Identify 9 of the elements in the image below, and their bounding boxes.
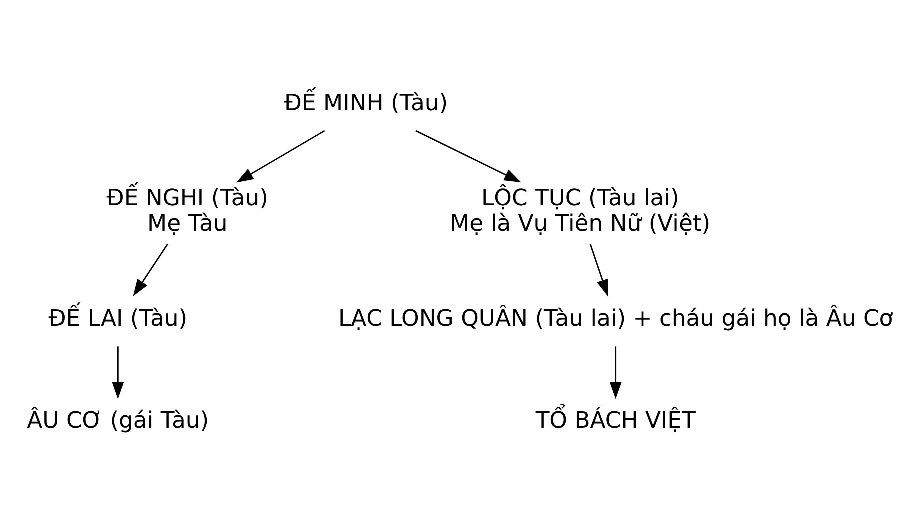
node-text: ÂU CƠ (gái Tàu)	[27, 408, 210, 434]
arrow	[112, 346, 124, 400]
arrow	[133, 244, 168, 297]
node-text: LẠC LONG QUÂN (Tàu lai) + cháu gái họ là Âu Cơ	[338, 306, 894, 332]
arrow	[416, 130, 522, 183]
arrow	[236, 130, 326, 183]
arrow	[610, 346, 622, 400]
node-text: LỘC TỤC (Tàu lai) Mẹ là Vụ Tiên Nữ (Việt)	[450, 186, 711, 238]
arrow	[590, 244, 608, 297]
